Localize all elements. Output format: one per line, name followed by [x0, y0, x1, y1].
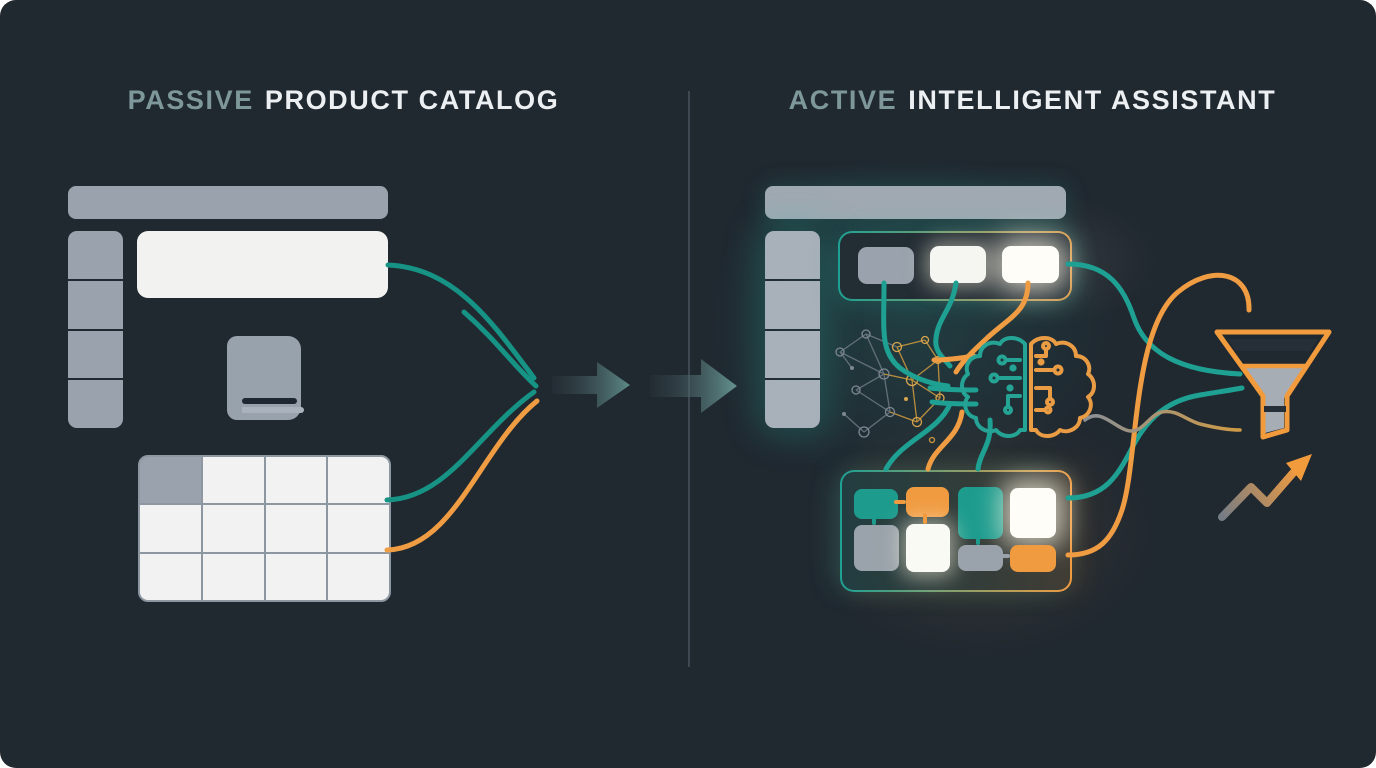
table-cell	[328, 457, 389, 504]
workflow-block-orange	[1010, 545, 1056, 572]
catalog-header-bar	[68, 186, 388, 219]
sidebar-row	[68, 330, 123, 379]
feature-block-white	[930, 246, 986, 283]
sidebar-row	[68, 231, 123, 279]
brain-icon	[960, 336, 1096, 438]
assistant-sidebar	[765, 231, 820, 428]
growth-arrow-icon	[1218, 454, 1312, 521]
book-pages	[242, 407, 304, 413]
assistant-internal-wires	[881, 280, 1031, 472]
neural-network-graphic	[835, 329, 945, 444]
funnel-icon	[1214, 329, 1332, 440]
title-rest-words: PRODUCT CATALOG	[264, 85, 560, 115]
workflow-block-white	[1010, 488, 1056, 538]
brain-right-half	[1029, 336, 1096, 438]
table-cell	[328, 553, 389, 600]
workflow-block-white	[906, 524, 950, 572]
sidebar-row	[68, 380, 123, 428]
title-accent-word: ACTIVE	[788, 85, 898, 115]
catalog-table	[138, 455, 391, 602]
workflow-block-grey	[854, 525, 899, 571]
feature-block-grey	[858, 247, 914, 284]
table-cell-header	[140, 457, 201, 504]
catalog-sidebar	[68, 231, 123, 428]
section-divider	[688, 91, 690, 667]
assistant-header-bar	[765, 186, 1066, 219]
catalog-content-card	[137, 231, 388, 298]
table-cell	[202, 505, 264, 552]
assistant-output-wires	[1065, 261, 1252, 558]
arrow-right-icon	[552, 362, 630, 408]
sidebar-row	[765, 231, 820, 279]
left-flow-wires	[384, 262, 540, 553]
passive-section-title: PASSIVE PRODUCT CATALOG	[0, 84, 687, 116]
table-cell	[202, 457, 264, 504]
title-rest-words: INTELLIGENT ASSISTANT	[908, 85, 1277, 115]
brain-left-half	[960, 336, 1027, 438]
table-cell	[265, 457, 327, 504]
feature-block-white-bright	[1002, 246, 1059, 283]
workflow-block-teal-tall	[958, 487, 1003, 539]
workflow-block-grey	[958, 545, 1003, 571]
table-cell	[265, 553, 327, 600]
workflow-grid-panel	[840, 470, 1072, 592]
workflow-block-orange	[906, 487, 949, 517]
table-cell	[265, 505, 327, 552]
title-accent-word: PASSIVE	[127, 85, 254, 115]
sidebar-row	[765, 380, 820, 428]
table-cell	[202, 553, 264, 600]
table-cell	[328, 505, 389, 552]
sidebar-row	[765, 280, 820, 329]
sidebar-row	[765, 330, 820, 379]
feature-blocks-panel	[838, 231, 1072, 301]
book-page-slot	[242, 398, 297, 404]
book-icon	[227, 336, 304, 420]
flow-arrows	[552, 359, 737, 413]
table-cell	[140, 553, 201, 600]
active-section-title: ACTIVE INTELLIGENT ASSISTANT	[689, 84, 1376, 116]
book-cover	[227, 336, 301, 420]
sidebar-row	[68, 280, 123, 329]
workflow-block-teal	[854, 489, 898, 519]
table-cell	[140, 505, 201, 552]
arrow-right-icon	[650, 359, 737, 413]
